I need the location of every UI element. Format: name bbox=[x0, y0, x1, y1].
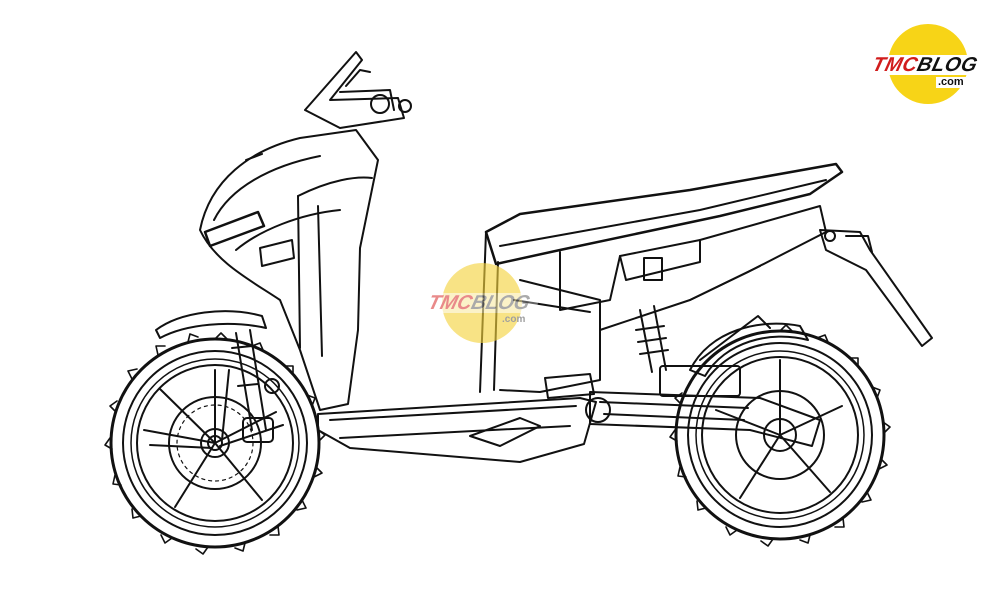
watermark-domain-text: .com bbox=[502, 314, 526, 325]
watermark-tmc-text: TMC bbox=[425, 292, 475, 314]
logo-blog-text: BLOG bbox=[914, 54, 981, 76]
front-body bbox=[199, 129, 379, 411]
floorboard bbox=[317, 373, 597, 463]
front-wheel bbox=[104, 310, 326, 555]
logo-tmc-text: TMC bbox=[869, 54, 921, 76]
handlebar bbox=[304, 51, 412, 129]
rear-wheel bbox=[669, 315, 891, 547]
logo-wordmark: TMCBLOG bbox=[863, 54, 987, 76]
watermark-blog-text: BLOG bbox=[469, 292, 533, 314]
rear-bracket bbox=[819, 229, 933, 347]
watermark-wordmark: TMCBLOG bbox=[417, 292, 541, 314]
swingarm bbox=[585, 305, 821, 447]
watermark-yellow-disc bbox=[442, 263, 522, 343]
tmcblog-watermark: TMCBLOG .com bbox=[416, 263, 541, 347]
logo-domain-text: .com bbox=[936, 76, 966, 88]
tmcblog-logo: TMCBLOG .com bbox=[863, 24, 987, 108]
